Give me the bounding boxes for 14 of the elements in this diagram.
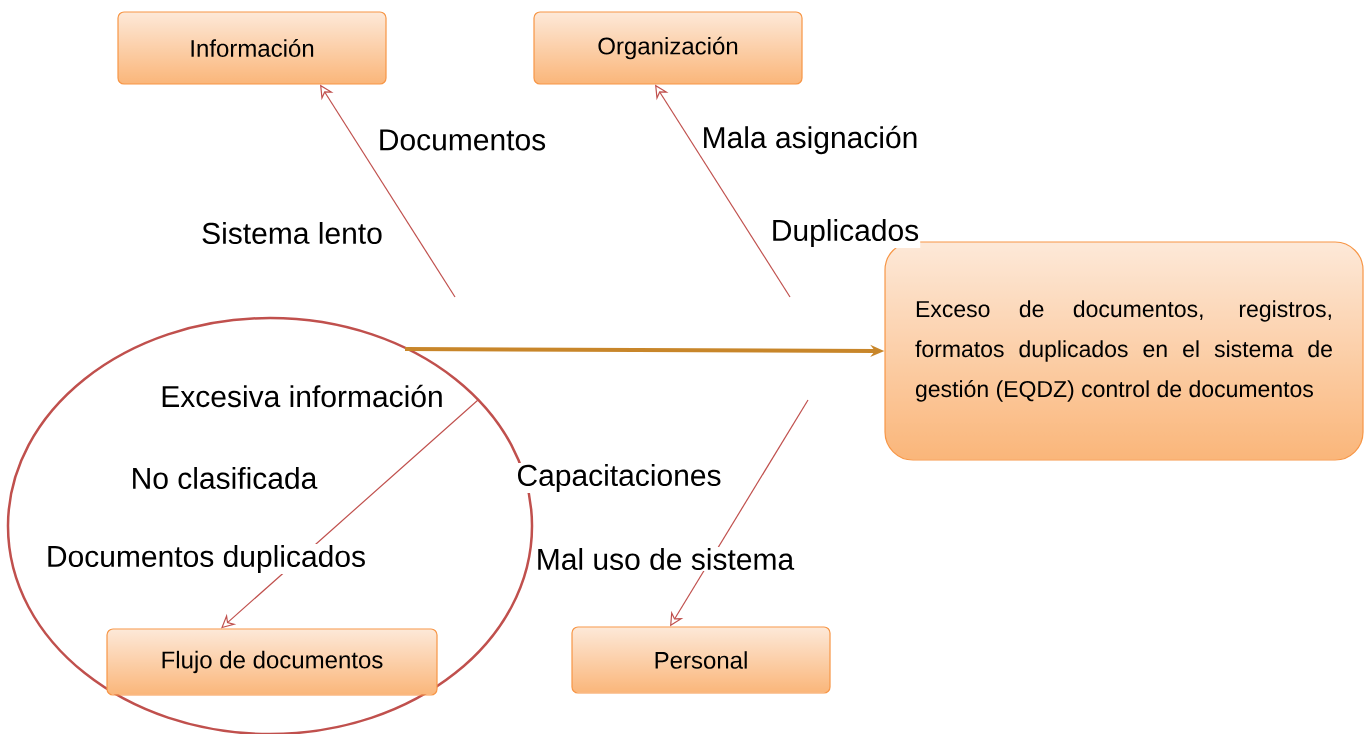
cause-label: Excesiva información	[159, 383, 445, 409]
cause-label: Documentos duplicados	[44, 544, 368, 574]
category-box: Personal	[571, 626, 831, 694]
category-box: Flujo de documentos	[106, 628, 438, 696]
effect-box: Exceso de documentos, registros, formatos duplicados en el sistema de gestión (EQDZ) control de documentos	[884, 241, 1364, 461]
cause-label: No clasificada	[129, 466, 319, 490]
cause-label: Sistema lento	[200, 221, 384, 245]
category-box: Organización	[533, 11, 803, 85]
cause-label: Documentos	[376, 128, 548, 152]
cause-label: Mal uso de sistema	[534, 547, 796, 571]
cause-label: Mala asignación	[700, 124, 920, 156]
cause-label: Capacitaciones	[515, 463, 723, 493]
cause-label: Duplicados	[769, 218, 921, 248]
category-box: Información	[117, 11, 387, 85]
